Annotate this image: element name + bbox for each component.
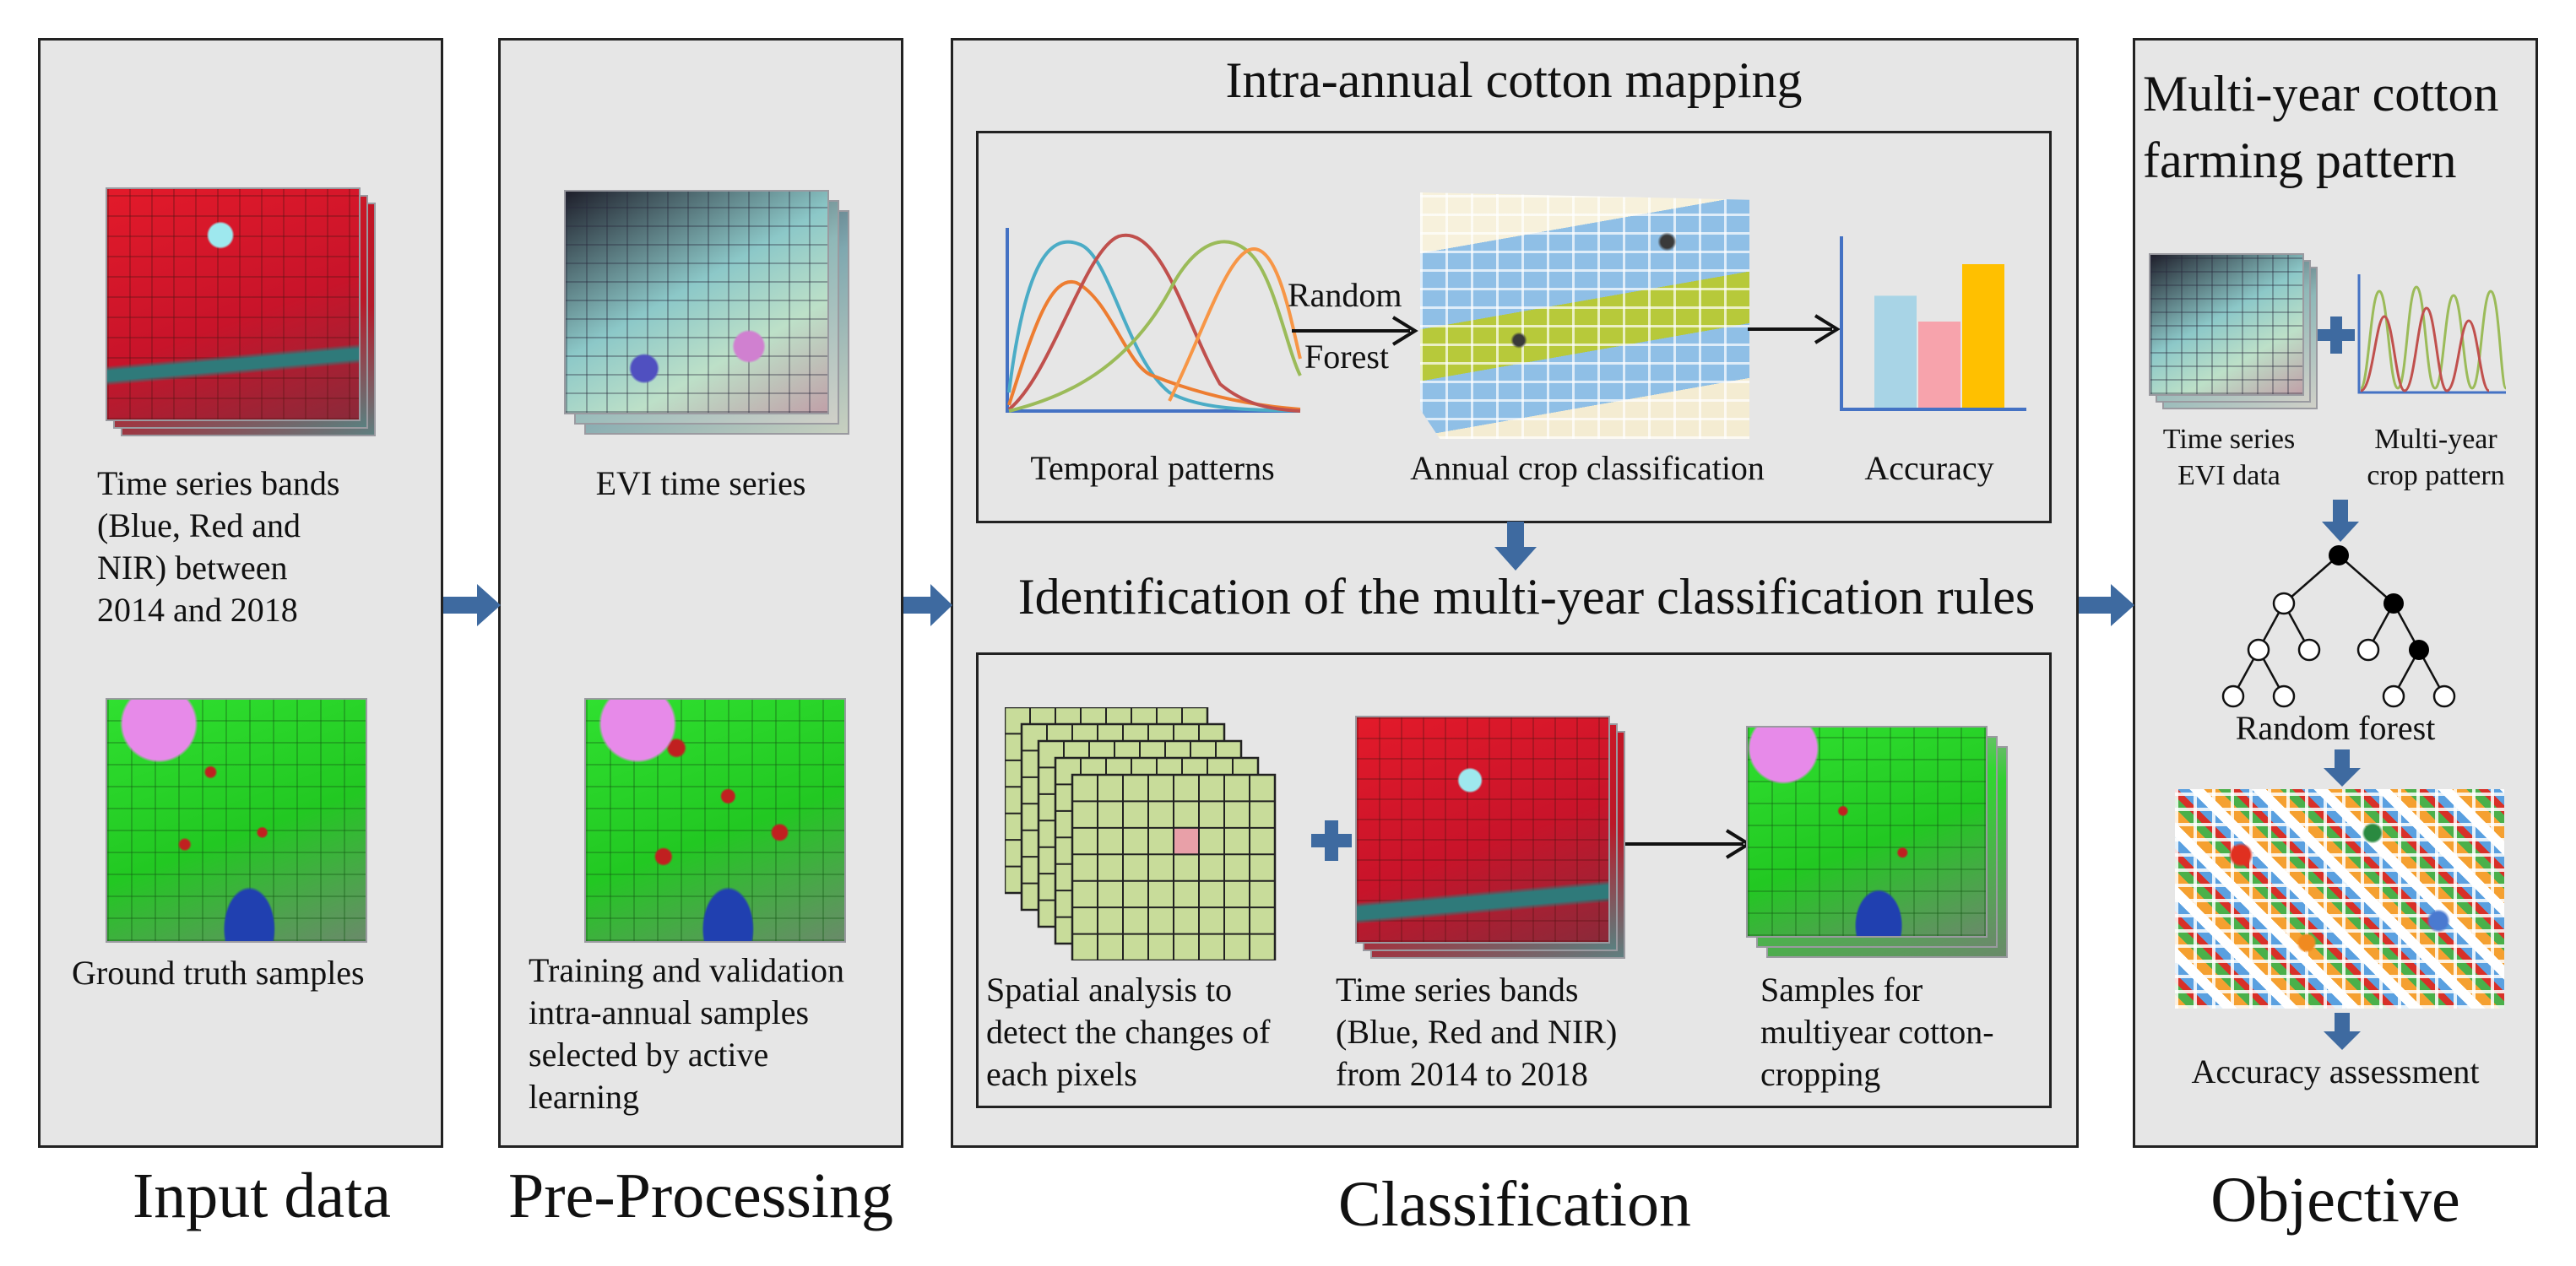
random-forest-label-1: Random bbox=[1288, 276, 1402, 314]
evi-data-stack bbox=[2149, 253, 2318, 409]
evi-time-series-stack bbox=[564, 190, 849, 435]
cotton-pattern-map bbox=[2175, 789, 2504, 1009]
caption-pre-processing: Pre-Processing bbox=[508, 1160, 893, 1231]
accuracy-bar bbox=[1918, 322, 1960, 408]
multi-year-rules-title: Identification of the multi-year classif… bbox=[1017, 569, 2036, 625]
time-series-bands-stack bbox=[1355, 716, 1625, 959]
caption-input-data: Input data bbox=[132, 1160, 391, 1231]
plus-icon bbox=[2318, 316, 2355, 354]
time-series-bands-label: Time series bands (Blue, Red and NIR) fr… bbox=[1336, 971, 1618, 1093]
arrow-right-icon bbox=[1292, 316, 1418, 346]
annual-classification-map bbox=[1420, 192, 1749, 439]
pixel-grid-layer bbox=[1071, 773, 1277, 960]
random-forest-tree-icon bbox=[2221, 545, 2456, 708]
arrow-down-icon bbox=[2324, 1013, 2361, 1050]
arrow-right-icon bbox=[903, 584, 952, 626]
caption-objective: Objective bbox=[2210, 1165, 2460, 1236]
accuracy-bar-chart bbox=[1840, 236, 2026, 411]
arrow-down-icon bbox=[2324, 749, 2361, 787]
training-samples-image bbox=[584, 698, 846, 943]
arrow-down-icon bbox=[2322, 500, 2359, 542]
caption-classification: Classification bbox=[1338, 1169, 1691, 1240]
arrow-down-icon bbox=[1494, 522, 1537, 571]
intra-annual-title: Intra-annual cotton mapping bbox=[1225, 52, 1803, 108]
accuracy-assessment-label: Accuracy assessment bbox=[2191, 1052, 2480, 1090]
arrow-right-icon bbox=[443, 584, 501, 626]
objective-title: Multi-year cotton farming pattern bbox=[2143, 66, 2499, 189]
temporal-patterns-label: Temporal patterns bbox=[1030, 449, 1275, 487]
evi-time-series-label: EVI time series bbox=[595, 464, 806, 502]
pixel-grid-stack bbox=[1005, 707, 1277, 960]
ground-truth-image bbox=[106, 698, 367, 943]
arrow-right-icon bbox=[1625, 829, 1752, 859]
accuracy-label: Accuracy bbox=[1864, 449, 1994, 487]
satellite-image-stack-red bbox=[106, 187, 376, 436]
spatial-analysis-label: Spatial analysis to detect the changes o… bbox=[986, 971, 1271, 1093]
training-samples-label: Training and validation intra-annual sam… bbox=[529, 951, 845, 1116]
crop-pattern-label: Multi-year crop pattern bbox=[2367, 424, 2505, 491]
ground-truth-label: Ground truth samples bbox=[72, 954, 365, 992]
arrow-right-icon bbox=[2079, 584, 2134, 626]
input-bands-label: Time series bands (Blue, Red and NIR) be… bbox=[97, 464, 340, 629]
arrow-right-icon bbox=[1748, 314, 1841, 344]
accuracy-bar bbox=[1874, 295, 1917, 408]
multiyear-samples-stack bbox=[1746, 726, 2008, 958]
plus-icon bbox=[1311, 820, 1352, 861]
highlight-pixel bbox=[1173, 826, 1200, 856]
accuracy-bar bbox=[1962, 264, 2004, 408]
random-forest-label-2: Forest bbox=[1304, 338, 1389, 376]
multiyear-samples-label: Samples for multiyear cotton- cropping bbox=[1760, 971, 1994, 1093]
annual-classification-label: Annual crop classification bbox=[1410, 449, 1765, 487]
evi-data-label: Time series EVI data bbox=[2162, 424, 2296, 491]
random-forest-label: Random forest bbox=[2235, 709, 2436, 747]
multi-year-pattern-chart bbox=[2357, 274, 2508, 394]
temporal-patterns-chart bbox=[1006, 228, 1302, 413]
